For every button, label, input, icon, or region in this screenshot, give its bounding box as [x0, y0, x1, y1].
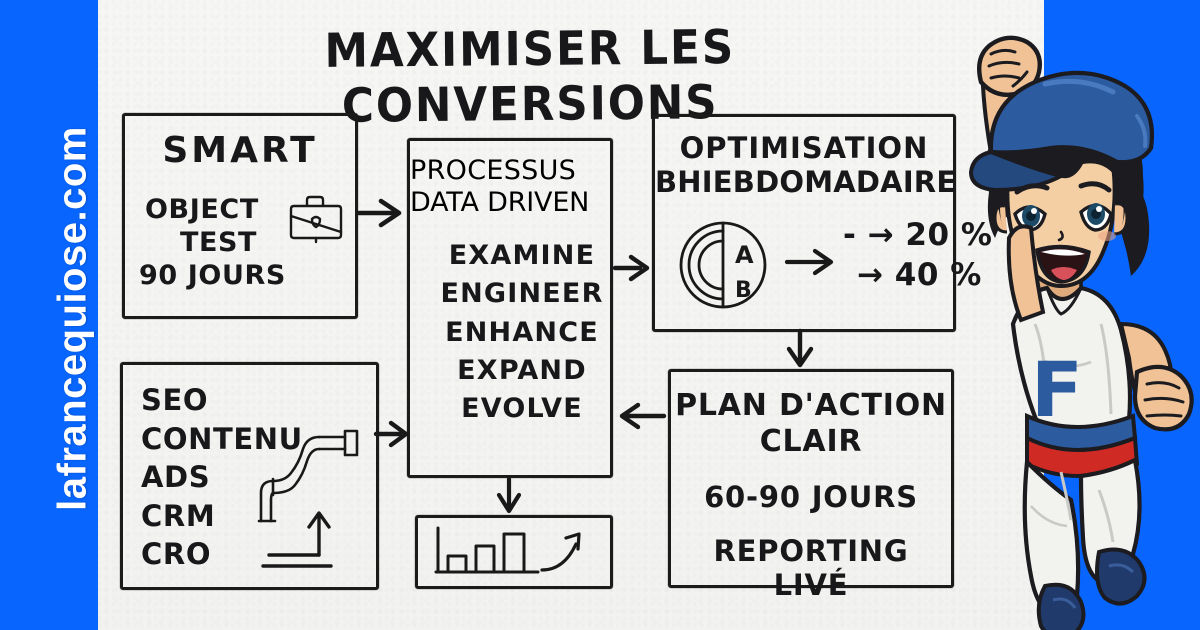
pipe-funnel-icon: [257, 429, 359, 568]
plan-line-1: 60-90 JOURS: [704, 480, 918, 514]
channels-lines: SEO CONTENU ADS CRM CRO: [141, 381, 303, 574]
arrow-right-icon: [784, 248, 834, 276]
process-step-2: ENGINEER: [440, 278, 604, 310]
process-heading-line-1: PROCESSUS: [410, 155, 577, 186]
mascot-mouth: [1035, 244, 1091, 284]
mascot-cap: [968, 70, 1154, 193]
channel-line-3: ADS: [141, 460, 211, 495]
smart-heading: SMART: [162, 130, 318, 171]
plan-content: PLAN D'ACTION CLAIR 60-90 JOURS REPORTIN…: [671, 388, 951, 602]
process-step-3: ENHANCE: [445, 316, 599, 348]
process-step-5: EVOLVE: [461, 393, 583, 425]
arrow-optimisation-to-plan: [786, 328, 814, 368]
channel-line-5: CRO: [141, 537, 212, 572]
channel-line-4: CRM: [141, 498, 216, 533]
plan-heading-line-2: CLAIR: [759, 424, 863, 459]
process-steps: EXAMINE ENGINEER ENHANCE EXPAND EVOLVE: [410, 237, 622, 429]
ab-label-b: B: [735, 278, 752, 303]
optimisation-heading-line-2: BHIEBDOMADAIRE: [655, 165, 957, 200]
mascot-torso: F: [1010, 285, 1133, 434]
ab-test-circle-icon: A B: [679, 221, 767, 309]
smart-line-1: OBJECT: [145, 194, 259, 225]
optimisation-heading-line-1: OPTIMISATION: [679, 131, 929, 165]
plan-box: PLAN D'ACTION CLAIR 60-90 JOURS REPORTIN…: [668, 369, 954, 602]
plan-line-2: REPORTING LIVÉ: [713, 534, 909, 602]
arrow-plan-to-process: [619, 402, 667, 430]
site-url-label: lafrancequiose.com: [50, 126, 95, 511]
arrow-channels-to-process: [373, 420, 409, 448]
arrow-process-to-graph: [496, 476, 522, 514]
smart-box: SMART OBJECT TEST 90 JOURS: [122, 113, 358, 319]
process-step-4: EXPAND: [457, 354, 587, 386]
mascot-illustration: F: [968, 35, 1194, 630]
smart-line-2: TEST: [179, 226, 258, 258]
channel-line-2: CONTENU: [141, 421, 303, 456]
channel-line-1: SEO: [141, 383, 209, 417]
mascot-shoes: [1036, 547, 1147, 630]
smart-lines: OBJECT TEST 90 JOURS: [139, 194, 314, 293]
bar-chart-growth-icon: [434, 526, 581, 574]
paper-background: [98, 0, 1046, 630]
plan-heading-line-1: PLAN D'ACTION: [675, 388, 947, 423]
mascot-bent-arm: [1118, 321, 1194, 432]
optimisation-result-2: → 40 %: [857, 257, 982, 293]
mascot-eyes: [1013, 203, 1113, 232]
channels-box: SEO CONTENU ADS CRM CRO: [120, 362, 379, 590]
left-brand-bar: lafrancequiose.com: [0, 0, 98, 630]
arrow-process-to-optimisation: [612, 254, 650, 282]
process-heading: PROCESSUS DATA DRIVEN: [410, 155, 610, 220]
process-heading-line-2: DATA DRIVEN: [410, 187, 590, 219]
smart-line-3: 90 JOURS: [139, 259, 286, 291]
ab-label-a: A: [735, 241, 754, 269]
graph-box: [415, 515, 613, 589]
briefcase-icon: [289, 195, 343, 244]
arrow-smart-to-process: [356, 198, 402, 228]
mascot-belt: [1025, 412, 1140, 478]
process-step-1: EXAMINE: [448, 240, 596, 271]
process-box: PROCESSUS DATA DRIVEN EXAMINE ENGINEER E…: [407, 138, 613, 478]
optimisation-heading: OPTIMISATION BHIEBDOMADAIRE: [655, 131, 957, 200]
